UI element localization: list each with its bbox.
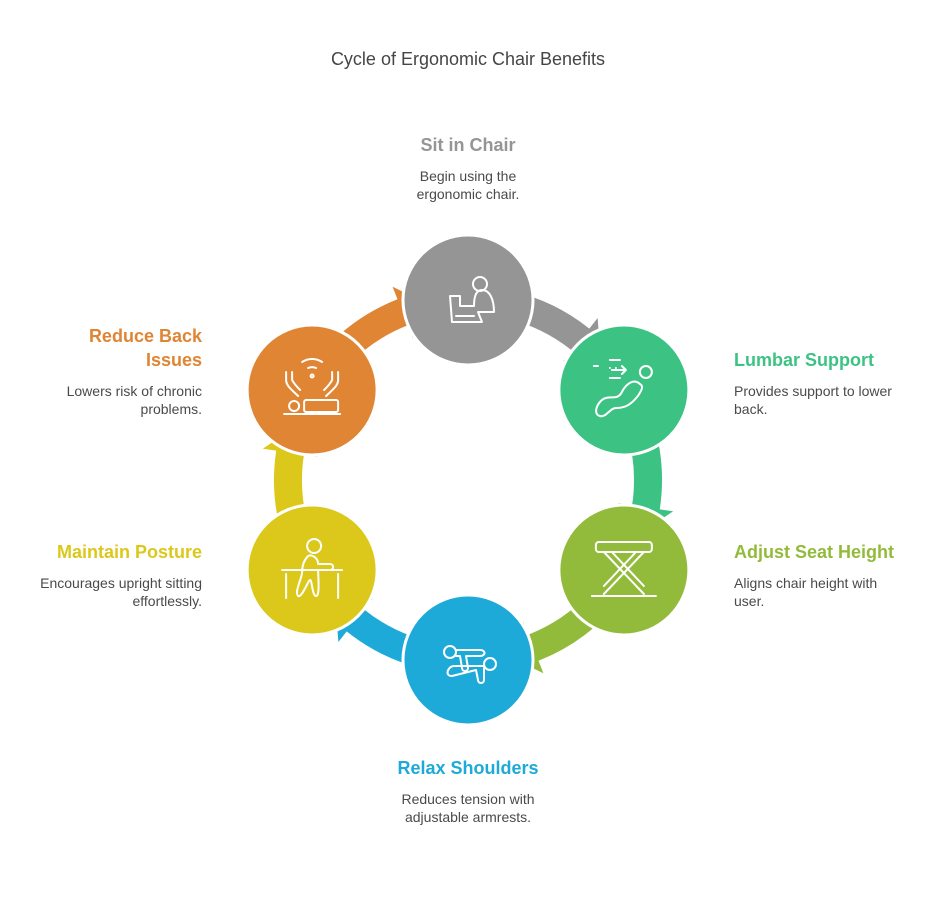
step-description: Provides support to lower back. (734, 383, 892, 417)
person-sitting-icon (449, 276, 495, 323)
person-at-desk-icon (281, 538, 344, 599)
step-node-reduce-back-issues (245, 323, 379, 457)
step-node-lumbar-support (557, 323, 691, 457)
step-label-sit-in-chair: Sit in Chair Begin using the ergonomic c… (368, 133, 568, 203)
step-description: Aligns chair height with user. (734, 575, 878, 609)
step-title: Reduce Back Issues (88, 326, 202, 370)
step-label-adjust-seat-height: Adjust Seat Height Aligns chair height w… (734, 540, 919, 610)
step-description: Reduces tension with adjustable armrests… (401, 791, 535, 825)
step-node-adjust-seat-height (557, 503, 691, 637)
step-label-relax-shoulders: Relax Shoulders Reduces tension with adj… (368, 756, 568, 826)
reclining-back-support-icon (592, 359, 653, 418)
step-title: Lumbar Support (734, 350, 874, 370)
step-circle (401, 233, 535, 367)
step-title: Sit in Chair (420, 135, 516, 155)
step-node-maintain-posture (245, 503, 379, 637)
step-node-relax-shoulders (401, 593, 535, 727)
step-circle (557, 503, 691, 637)
step-title: Adjust Seat Height (734, 542, 895, 562)
scissor-lift-seat-icon (590, 541, 657, 597)
step-circle (245, 323, 379, 457)
diagram-title: Cycle of Ergonomic Chair Benefits (330, 49, 606, 69)
step-label-lumbar-support: Lumbar Support Provides support to lower… (734, 348, 919, 418)
step-description: Lowers risk of chronic problems. (66, 383, 202, 417)
stretching-person-icon (443, 645, 497, 684)
step-label-reduce-back-issues: Reduce Back Issues Lowers risk of chroni… (42, 324, 202, 418)
step-description: Encourages upright sitting effortlessly. (40, 575, 202, 609)
step-title: Relax Shoulders (397, 758, 539, 778)
step-circle (401, 593, 535, 727)
step-description: Begin using the ergonomic chair. (416, 168, 520, 202)
step-title: Maintain Posture (56, 542, 202, 562)
step-label-maintain-posture: Maintain Posture Encourages upright sitt… (17, 540, 202, 610)
back-massage-icon (283, 357, 342, 415)
step-node-sit-in-chair (401, 233, 535, 367)
